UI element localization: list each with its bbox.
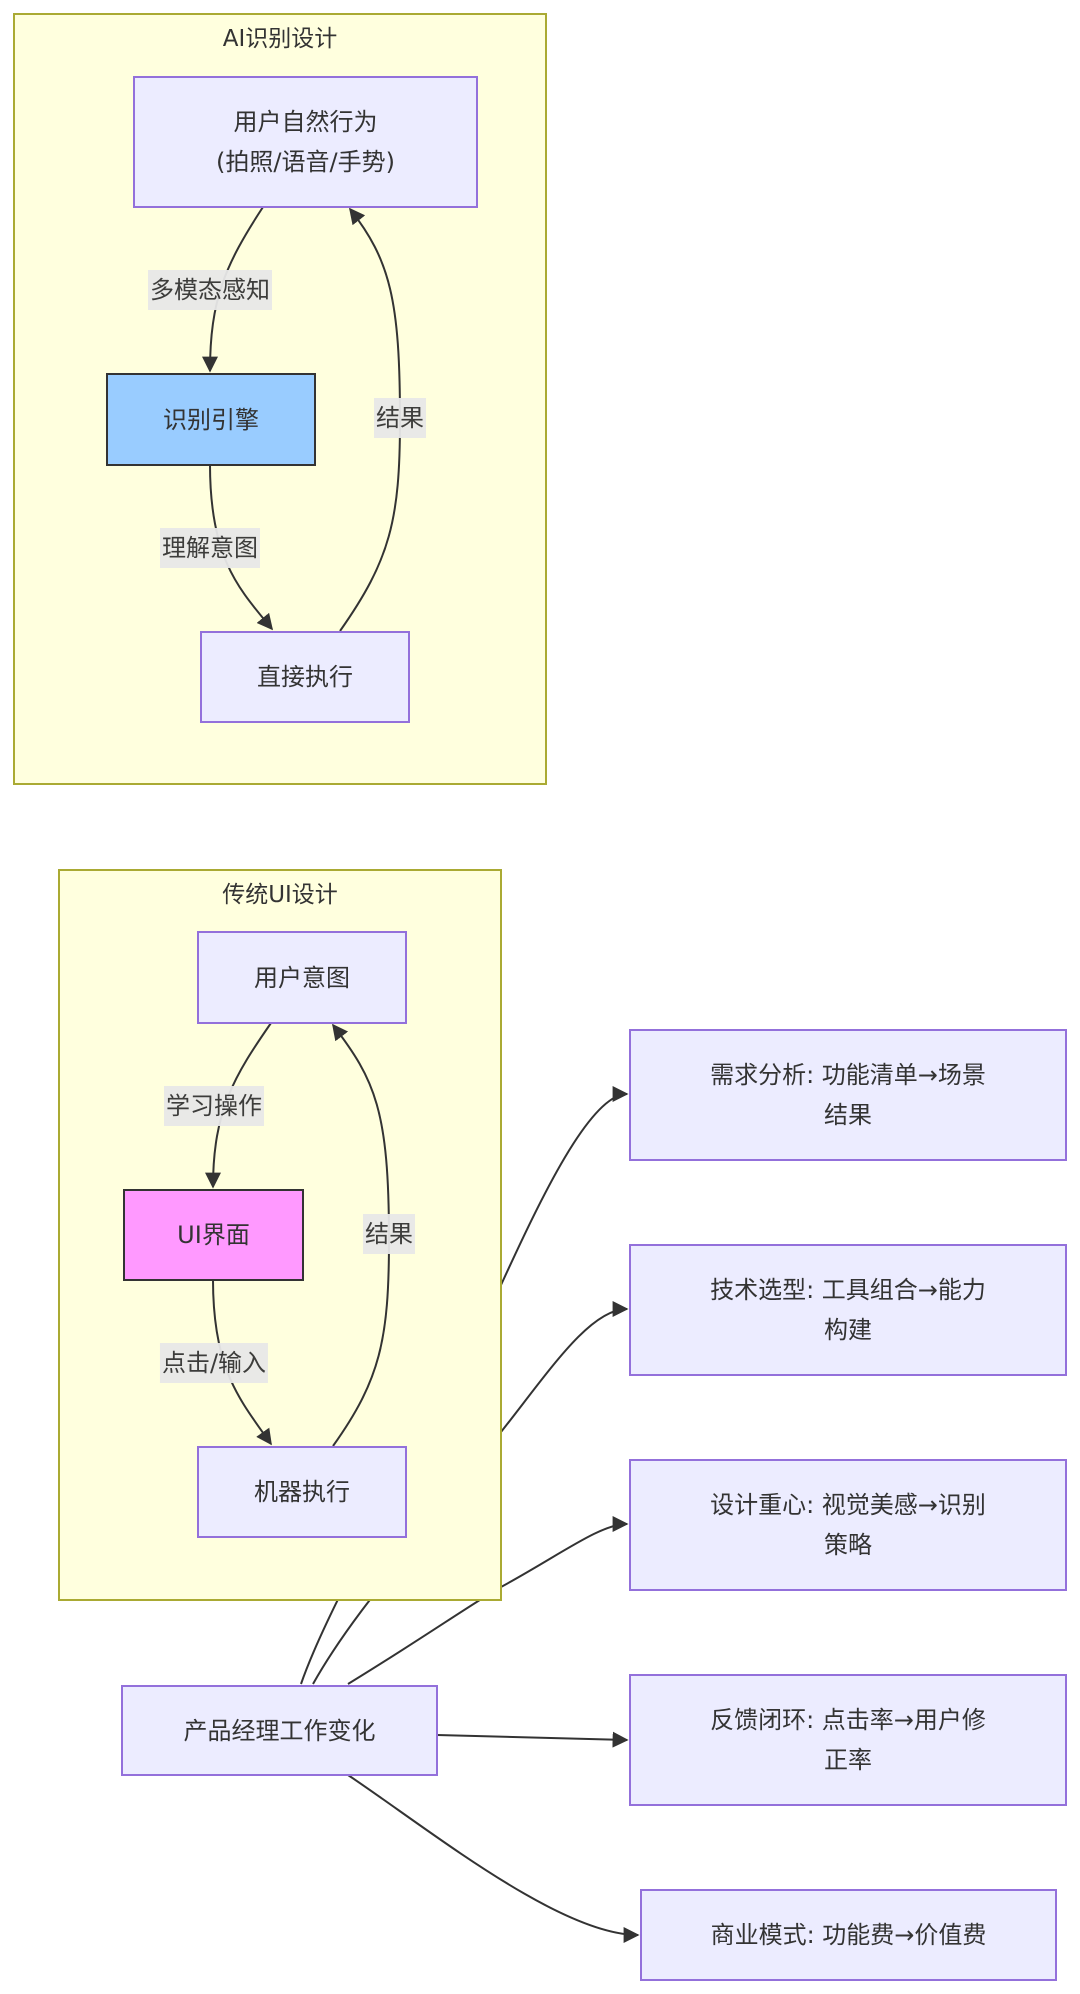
edge-label-learn-operation: 学习操作 xyxy=(164,1086,264,1126)
edge-pm-to-feedback xyxy=(436,1731,629,1748)
node-design-focus[interactable]: 设计重心: 视觉美感→识别 策略 xyxy=(629,1459,1067,1591)
node-label: 机器执行 xyxy=(254,1478,350,1506)
node-label: UI界面 xyxy=(177,1221,250,1249)
node-label: 产品经理工作变化 xyxy=(183,1716,376,1745)
node-label-line1: 需求分析: 功能清单→场景 xyxy=(710,1061,986,1089)
node-user-intent[interactable]: 用户意图 xyxy=(197,931,407,1024)
node-label: 商业模式: 功能费→价值费 xyxy=(710,1921,987,1949)
node-label-line2: 结果 xyxy=(824,1101,872,1129)
node-label-line2: (拍照/语音/手势) xyxy=(216,148,395,176)
edge-label-understand-intent: 理解意图 xyxy=(160,528,260,568)
node-label: 直接执行 xyxy=(257,663,353,691)
node-ui-interface[interactable]: UI界面 xyxy=(123,1189,304,1281)
edge-pm-to-business xyxy=(347,1774,640,1943)
node-label-line1: 技术选型: 工具组合→能力 xyxy=(710,1276,986,1304)
node-label-line1: 用户自然行为 xyxy=(233,108,378,136)
node-recognition-engine[interactable]: 识别引擎 xyxy=(106,373,316,466)
node-direct-execution[interactable]: 直接执行 xyxy=(200,631,410,723)
node-user-natural-behavior[interactable]: 用户自然行为 (拍照/语音/手势) xyxy=(133,76,478,208)
node-pm-work-change[interactable]: 产品经理工作变化 xyxy=(121,1685,438,1776)
node-machine-execution[interactable]: 机器执行 xyxy=(197,1446,407,1538)
node-requirements-analysis[interactable]: 需求分析: 功能清单→场景 结果 xyxy=(629,1029,1067,1161)
node-business-model[interactable]: 商业模式: 功能费→价值费 xyxy=(640,1889,1057,1981)
node-label-line1: 反馈闭环: 点击率→用户修 xyxy=(710,1706,986,1734)
node-label: 识别引擎 xyxy=(163,405,259,434)
node-feedback-loop[interactable]: 反馈闭环: 点击率→用户修 正率 xyxy=(629,1674,1067,1806)
edge-label-result: 结果 xyxy=(374,398,426,438)
cluster-title: 传统UI设计 xyxy=(222,882,338,908)
node-label-line2: 正率 xyxy=(824,1746,872,1774)
node-label-line1: 设计重心: 视觉美感→识别 xyxy=(710,1491,986,1519)
node-label-line2: 构建 xyxy=(824,1316,872,1344)
node-label: 用户意图 xyxy=(254,963,350,992)
node-tech-selection[interactable]: 技术选型: 工具组合→能力 构建 xyxy=(629,1244,1067,1376)
cluster-title: AI识别设计 xyxy=(222,26,338,52)
edge-label-click-input: 点击/输入 xyxy=(159,1343,269,1383)
edge-label-result: 结果 xyxy=(363,1214,415,1254)
node-label-line2: 策略 xyxy=(824,1531,872,1559)
edge-label-multimodal: 多模态感知 xyxy=(148,270,272,310)
